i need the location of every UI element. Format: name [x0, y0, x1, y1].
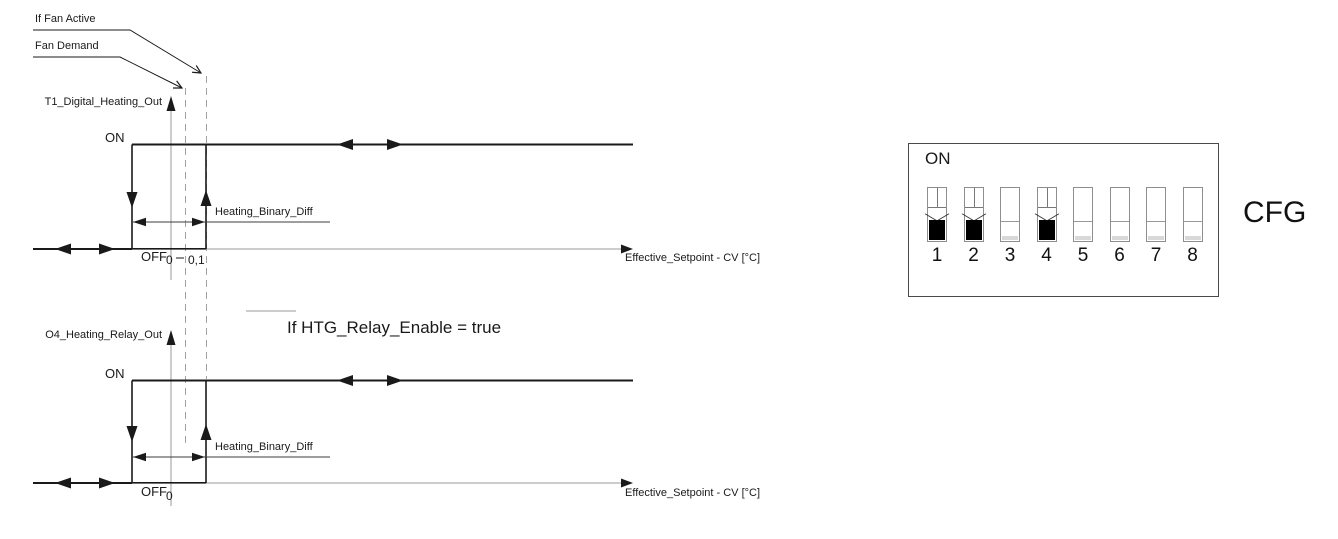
leader-lines — [33, 29, 201, 88]
threshold-dashed-guides — [185, 76, 207, 443]
switch-knob — [965, 220, 982, 240]
chart2-x-axis-arrow — [621, 478, 633, 488]
chart2-diff-label: Heating_Binary_Diff — [215, 441, 313, 453]
chart1-on-label: ON — [105, 130, 125, 145]
if-fan-active-label: If Fan Active — [35, 13, 96, 25]
switch-knob — [929, 220, 945, 240]
dip-switch-number: 3 — [1004, 245, 1016, 266]
chart2-y-axis-arrow — [166, 330, 176, 345]
dip-switch-number: 1 — [931, 245, 943, 266]
chart2-linework — [33, 330, 633, 506]
dip-switch-number: 5 — [1077, 245, 1089, 266]
chart2-x-axis-label: Effective_Setpoint - CV [°C] — [625, 487, 761, 499]
fan-demand-label: Fan Demand — [35, 40, 99, 52]
chart1-y-axis-arrow — [166, 96, 176, 111]
chart2-off-label: OFF — [141, 484, 167, 499]
dip-switch-number: 4 — [1041, 245, 1052, 266]
chart1-linework — [33, 96, 633, 280]
dip-switch-number: 2 — [968, 245, 979, 266]
dip-switch-number: 8 — [1187, 245, 1198, 266]
switch-track — [1037, 188, 1056, 208]
chart1-zero-tick: 0 — [166, 253, 173, 267]
dip-switch-number: 7 — [1150, 245, 1162, 266]
cfg-label: CFG — [1243, 196, 1307, 229]
chart2-hysteresis-loop — [131, 380, 207, 484]
dip-switch-5 — [1073, 187, 1093, 242]
dip-switch-panel: ON — [908, 143, 1219, 297]
chart2-y-axis-label: O4_Heating_Relay_Out — [45, 329, 162, 341]
dip-switch-7 — [1146, 187, 1166, 242]
dip-switch-8 — [1182, 187, 1203, 242]
chart1-diff-value-tick: 0,1 — [188, 253, 205, 267]
dip-on-label: ON — [925, 149, 951, 168]
dip-switch-number: 6 — [1114, 245, 1125, 266]
switch-knob — [1038, 220, 1055, 240]
dip-switch-2 — [961, 187, 986, 242]
dip-switch-4 — [1034, 187, 1059, 242]
chart2-zero-tick: 0 — [166, 489, 173, 503]
switch-track — [964, 188, 983, 208]
switch-track — [928, 188, 946, 208]
htg-relay-enable-annotation: If HTG_Relay_Enable = true — [287, 318, 502, 337]
chart1-x-axis-label: Effective_Setpoint - CV [°C] — [625, 252, 761, 264]
chart2-on-label: ON — [105, 366, 125, 381]
chart1-hysteresis-loop — [131, 144, 207, 250]
chart1-y-axis-label: T1_Digital_Heating_Out — [44, 96, 162, 108]
dip-switch-numbers: 1 2 3 4 5 6 7 8 — [927, 245, 1203, 267]
chart1-off-label: OFF — [141, 249, 167, 264]
dip-switch-6 — [1109, 187, 1130, 242]
dip-switch-1 — [924, 187, 950, 242]
chart1-diff-label: Heating_Binary_Diff — [215, 206, 313, 218]
chart1-x-axis-arrow — [621, 244, 633, 254]
dip-switch-row — [924, 187, 1203, 242]
dip-switch-3 — [1000, 187, 1020, 242]
